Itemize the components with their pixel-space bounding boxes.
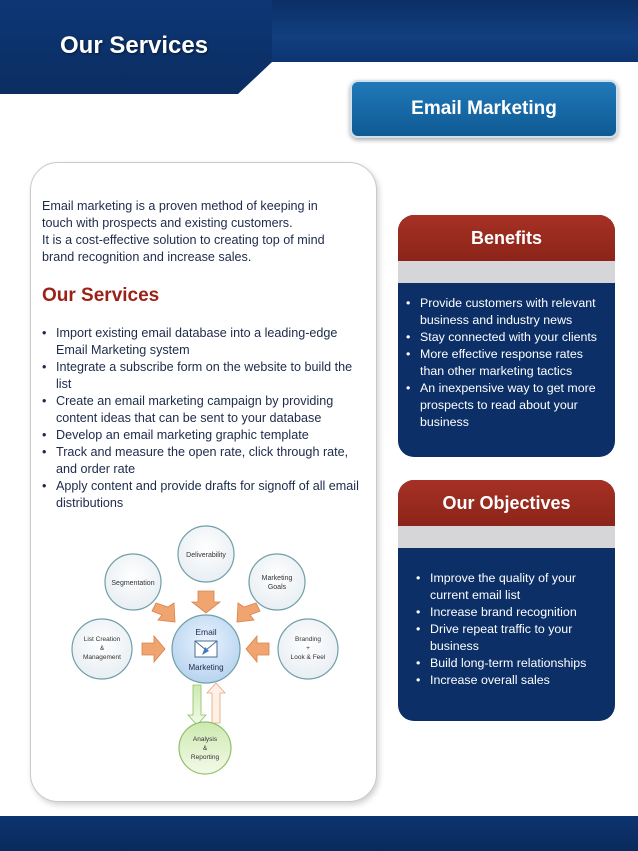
analysis-label: Analysis bbox=[193, 736, 218, 743]
benefits-strip bbox=[398, 261, 615, 283]
deliverability-label: Deliverability bbox=[186, 552, 226, 559]
center-label: Email bbox=[195, 627, 216, 637]
services-heading: Our Services bbox=[42, 285, 160, 306]
analysis-label: & bbox=[203, 745, 208, 752]
branding-bubble bbox=[277, 618, 339, 680]
branding-label: + bbox=[306, 645, 310, 652]
benefit-item: An inexpensive way to get more prospects… bbox=[406, 380, 607, 431]
arrow-right-icon bbox=[141, 634, 166, 664]
title-tab bbox=[0, 0, 272, 94]
benefits-list: Provide customers with relevant business… bbox=[398, 283, 615, 431]
email-marketing-diagram: Deliverability Segmentation Marketing Go… bbox=[71, 525, 339, 775]
objective-item: Drive repeat traffic to your business bbox=[416, 621, 601, 655]
objectives-card: Our Objectives Improve the quality of yo… bbox=[398, 480, 615, 721]
objectives-list: Improve the quality of your current emai… bbox=[398, 548, 615, 689]
analysis-label: Reporting bbox=[191, 754, 220, 761]
benefit-item: More effective response rates than other… bbox=[406, 346, 607, 380]
email-marketing-button[interactable]: Email Marketing bbox=[350, 80, 618, 138]
service-item: Apply content and provide drafts for sig… bbox=[42, 478, 362, 512]
branding-label: Branding bbox=[295, 636, 321, 643]
intro-line: touch with prospects and existing custom… bbox=[42, 216, 293, 230]
objective-item: Build long-term relationships bbox=[416, 655, 601, 672]
goals-label: Marketing bbox=[262, 575, 293, 582]
intro-paragraph: Email marketing is a proven method of ke… bbox=[42, 198, 362, 266]
goals-label: Goals bbox=[268, 584, 287, 591]
arrow-down-icon bbox=[190, 590, 222, 614]
benefit-item: Provide customers with relevant business… bbox=[406, 295, 607, 329]
list-label: & bbox=[100, 645, 105, 652]
intro-line: Email marketing is a proven method of ke… bbox=[42, 199, 318, 213]
footer-band bbox=[0, 816, 638, 851]
arrow-up-icon bbox=[206, 682, 226, 724]
deliverability-bubble bbox=[177, 525, 235, 583]
service-item: Track and measure the open rate, click t… bbox=[42, 444, 362, 478]
branding-label: Look & Feel bbox=[291, 654, 326, 661]
arrow-left-icon bbox=[245, 634, 270, 664]
intro-line: brand recognition and increase sales. bbox=[42, 250, 252, 264]
benefits-card: Benefits Provide customers with relevant… bbox=[398, 215, 615, 457]
cursor-icon bbox=[202, 647, 209, 655]
list-label: Management bbox=[83, 654, 121, 661]
services-list: Import existing email database into a le… bbox=[42, 325, 362, 512]
center-label: Marketing bbox=[188, 663, 223, 672]
analysis-bubble bbox=[178, 721, 232, 775]
intro-line: It is a cost-effective solution to creat… bbox=[42, 233, 325, 247]
service-item: Develop an email marketing graphic templ… bbox=[42, 427, 362, 444]
service-item: Import existing email database into a le… bbox=[42, 325, 362, 359]
list-label: List Creation bbox=[84, 636, 121, 643]
objectives-heading: Our Objectives bbox=[398, 480, 615, 526]
benefit-item: Stay connected with your clients bbox=[406, 329, 607, 346]
objectives-strip bbox=[398, 526, 615, 548]
objective-item: Increase overall sales bbox=[416, 672, 601, 689]
service-item: Integrate a subscribe form on the websit… bbox=[42, 359, 362, 393]
objective-item: Increase brand recognition bbox=[416, 604, 601, 621]
page-title: Our Services bbox=[60, 32, 209, 59]
objective-item: Improve the quality of your current emai… bbox=[416, 570, 601, 604]
goals-bubble bbox=[248, 553, 306, 611]
segmentation-bubble bbox=[104, 553, 162, 611]
arrow-diagonal-icon bbox=[236, 602, 261, 623]
arrow-down-icon bbox=[187, 684, 207, 726]
segmentation-label: Segmentation bbox=[111, 580, 154, 587]
list-bubble bbox=[71, 618, 133, 680]
service-item: Create an email marketing campaign by pr… bbox=[42, 393, 362, 427]
arrow-diagonal-icon bbox=[151, 602, 176, 623]
benefits-heading: Benefits bbox=[398, 215, 615, 261]
